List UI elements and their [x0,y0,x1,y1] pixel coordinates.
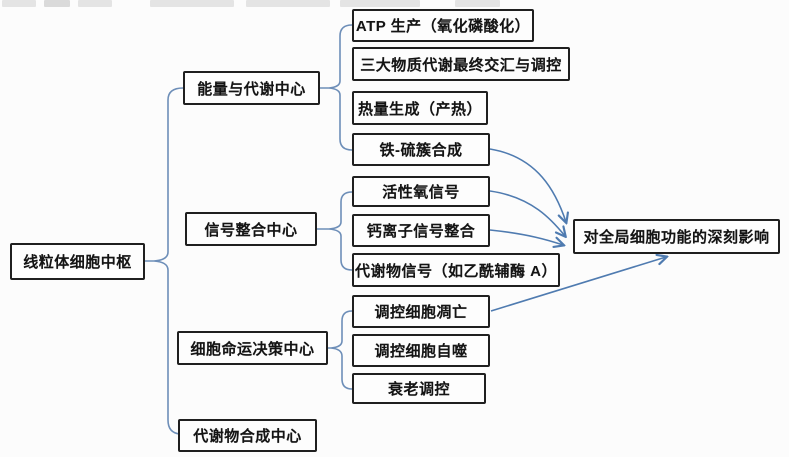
child-label: 铁-硫簇合成 [379,142,463,159]
child-label: 调控细胞自噬 [374,343,468,360]
child-autophagy-regulation: 调控细胞自噬 [352,334,490,367]
fate-brace [327,310,353,390]
child-atp-production: ATP 生产（氧化磷酸化） [352,9,534,42]
child-label: 衰老调控 [387,381,450,398]
cropped-text-artifact [2,0,36,7]
child-label: 代谢物信号（如乙酰辅酶 A） [354,262,557,280]
signal-brace [316,191,353,271]
child-apoptosis-regulation: 调控细胞凋亡 [352,295,490,328]
child-label: 热量生成（产热） [357,100,482,118]
child-label: 三大物质代谢最终交汇与调控 [360,56,562,74]
cropped-text-artifact [78,0,112,7]
child-calcium-signal: 钙离子信号整合 [352,214,490,247]
child-label: 活性氧信号 [382,184,460,201]
child-label: 钙离子信号整合 [366,223,476,240]
energy-brace [319,24,353,151]
branch-energy-metabolism: 能量与代谢中心 [183,71,320,105]
arrow-ros-to-outcome [489,190,565,236]
branch-cell-fate-decision: 细胞命运决策中心 [177,331,328,365]
child-three-metabolism-convergence: 三大物质代谢最终交汇与调控 [352,47,570,81]
arrow-calcium-to-outcome [489,229,563,245]
branch-label: 细胞命运决策中心 [190,340,315,358]
branch-signal-integration: 信号整合中心 [185,212,317,246]
child-senescence-regulation: 衰老调控 [352,373,486,404]
branch-label: 代谢物合成中心 [193,428,302,445]
child-ros-signal: 活性氧信号 [352,176,490,207]
root-brace [144,87,184,435]
cropped-text-artifact [44,0,70,7]
branch-metabolite-synthesis: 代谢物合成中心 [178,419,317,452]
child-label: ATP 生产（氧化磷酸化） [355,18,531,35]
cropped-text-artifact [246,0,330,7]
root-node-label: 线粒体细胞中枢 [23,254,132,271]
child-label: 调控细胞凋亡 [374,304,468,321]
child-iron-sulfur-cluster: 铁-硫簇合成 [352,133,490,166]
cropped-text-artifact [340,0,420,7]
arrow-iron-sulfur-to-outcome [489,148,566,222]
root-node: 线粒体细胞中枢 [10,243,145,280]
outcome-node: 对全局细胞功能的深刻影响 [573,219,780,254]
child-metabolite-signal: 代谢物信号（如乙酰辅酶 A） [352,253,560,287]
cropped-text-artifact [150,0,234,7]
outcome-node-label: 对全局细胞功能的深刻影响 [583,229,770,246]
cropped-text-artifact [455,0,500,7]
branch-label: 能量与代谢中心 [197,80,306,98]
branch-label: 信号整合中心 [204,221,298,239]
child-heat-generation: 热量生成（产热） [352,91,488,125]
